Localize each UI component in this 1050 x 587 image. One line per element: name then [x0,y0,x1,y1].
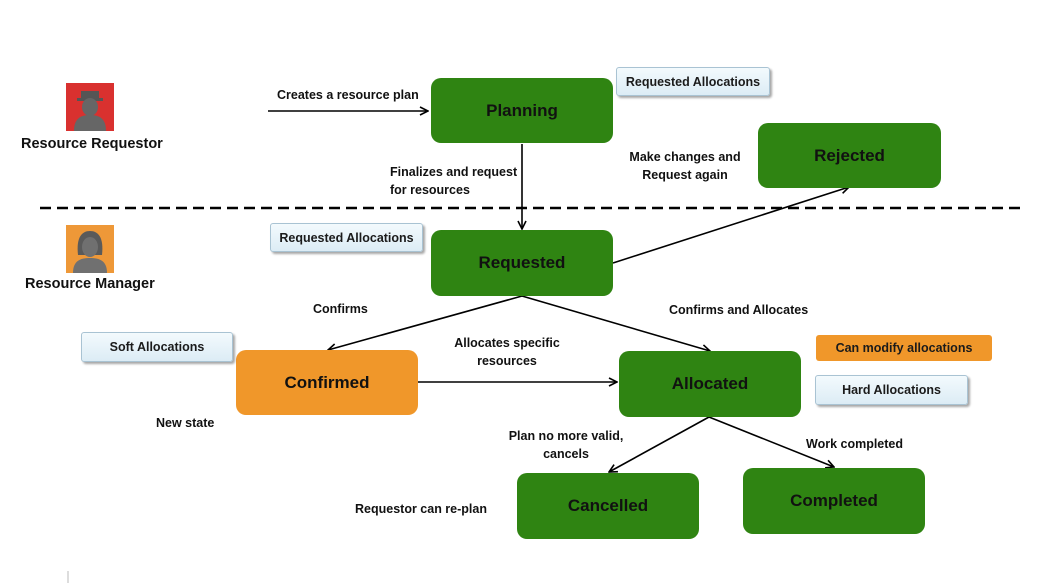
tag-hard-allocations: Hard Allocations [815,375,968,405]
label-plan-invalid: Plan no more valid, cancels [508,429,624,461]
state-rejected-label: Rejected [814,145,885,165]
arrow-requested-to-rejected [612,187,849,264]
note-requestor-replan: Requestor can re-plan [355,502,487,516]
state-completed-label: Completed [790,491,878,510]
tag-requested-allocations: Requested Allocations [270,223,423,252]
label-allocates-specific: Allocates specific resources [454,336,560,368]
arrow-allocated-to-cancelled [609,416,710,472]
note-new-state: New state [156,416,215,430]
male-user-icon [66,83,114,131]
state-cancelled[interactable]: Cancelled [517,473,699,539]
label-create-plan: Creates a resource plan [277,88,419,102]
state-planning-label: Planning [486,100,558,120]
tag-soft-allocations: Soft Allocations [81,332,233,362]
state-confirmed-label: Confirmed [284,372,370,392]
state-requested[interactable]: Requested [431,230,613,296]
arrow-requested-to-confirmed [328,295,523,350]
female-user-icon [66,225,114,273]
state-confirmed[interactable]: Confirmed [236,350,418,415]
state-planning[interactable]: Planning [431,78,613,143]
label-make-changes: Make changes and Request again [629,150,741,182]
tag-planning-requested-allocations: Requested Allocations [616,67,770,96]
actor-requestor-name: Resource Requestor [21,136,163,152]
actor-manager-name: Resource Manager [25,276,155,292]
arrow-requested-to-allocated [521,295,710,351]
arrow-allocated-to-completed [708,416,834,467]
label-confirms-allocates: Confirms and Allocates [669,303,809,317]
state-completed[interactable]: Completed [743,468,925,534]
label-finalize-request: Finalizes and request for resources [390,165,518,197]
state-cancelled-label: Cancelled [567,496,649,515]
state-allocated-label: Allocated [671,374,749,393]
state-rejected[interactable]: Rejected [758,123,941,188]
state-allocated[interactable]: Allocated [619,351,801,417]
label-confirms: Confirms [313,302,368,316]
state-requested-label: Requested [478,253,566,272]
label-work-completed: Work completed [806,437,904,451]
tag-can-modify-allocations: Can modify allocations [816,335,992,361]
